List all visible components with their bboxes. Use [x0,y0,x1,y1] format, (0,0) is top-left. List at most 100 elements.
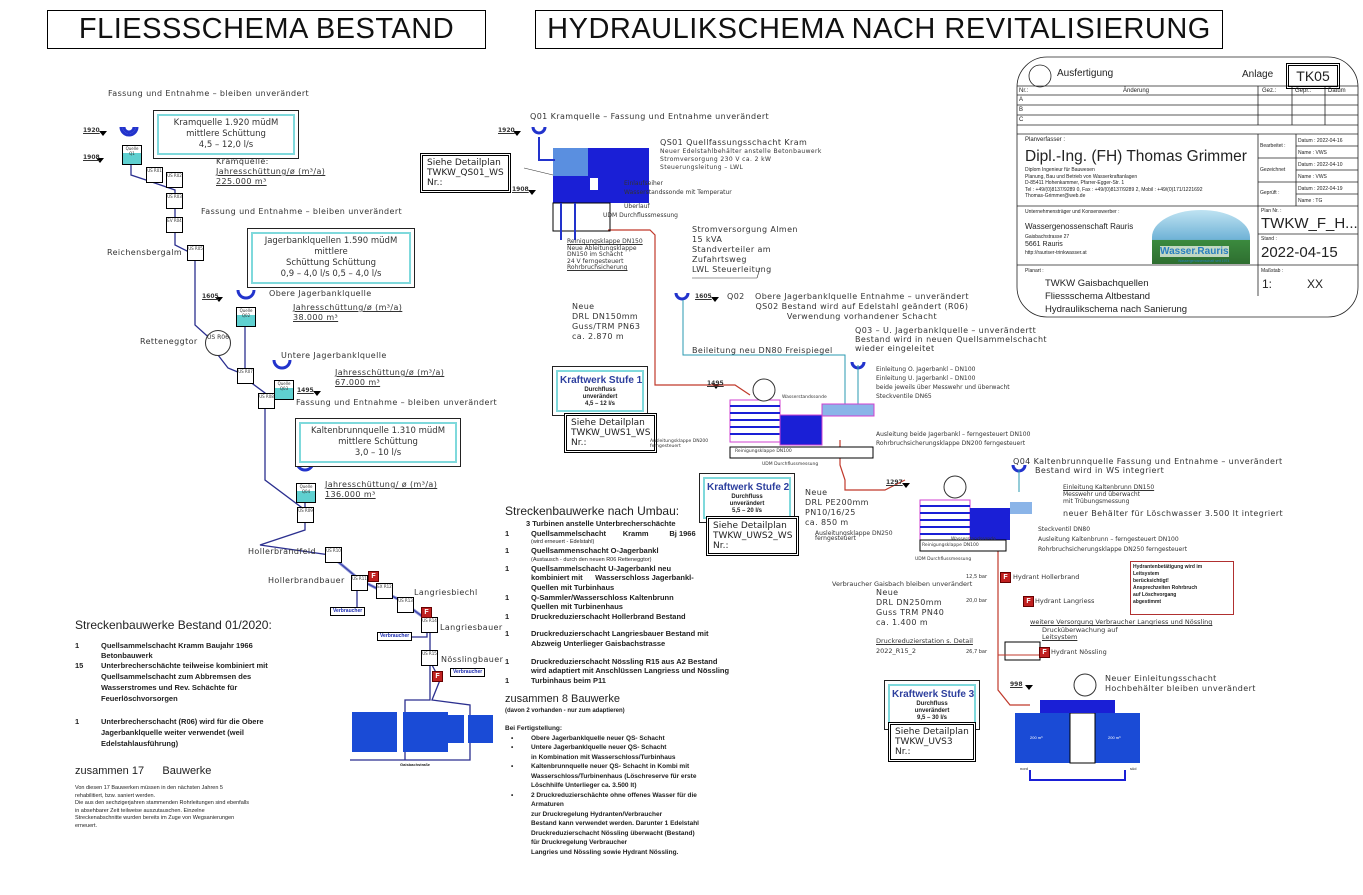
tank-sued: süd [1130,766,1137,771]
note-small: (wird erneuert - Edelstahl) [531,539,595,546]
kw-sub: 9,5 – 30 l/s [916,715,948,721]
note-count: 1 [505,611,510,621]
hydrant-icon: F [1023,596,1034,607]
kw-sub: Durchfluss [916,701,948,707]
ausleitung-jagerbankl: Ausleitung beide Jagerbankl – ferngesteu… [876,430,1030,448]
planverfasser-name: Dipl.-Ing. (FH) Thomas Grimmer [1025,148,1247,165]
node-ev-r04: EV R04 [166,217,183,233]
level-1908: 1908 [512,186,529,193]
planart-label: Planart : [1025,268,1044,274]
note-line: Unterbrecherschacht (R06) wird für die O… [101,717,264,727]
planart-line: TWKW Gaisbachquellen [1045,278,1149,289]
jahres-label: Jahresschüttung/ø (m³/a) [293,303,403,312]
note-count: 1 [505,592,510,602]
place-langriesbauer: Langriesbauer [440,623,503,632]
plan-nr-label: Plan Nr. : [1261,208,1282,214]
pressure-langriess: 20,0 bar [966,598,988,604]
note-line: Hydrantenbetätigung wird im [1133,564,1203,570]
level-1920: 1920 [498,127,515,134]
druck-line: Drucküberwachung auf [1042,626,1118,634]
tank-volume: 200 m³ [1030,735,1043,740]
ws1-udm: UDM Durchflussmessung [762,462,819,467]
bullet-line: Bestand kann verwendet werden. Darunter … [531,820,699,827]
obere-value: 38.000 m³ [293,313,339,322]
traeger-name: Wassergenossenschaft Rauris [1025,222,1134,231]
drs-box [998,641,1041,661]
pressure-noessling: 26,7 bar [966,649,988,655]
node-us-r08: US R08 [258,393,275,409]
rev-row-b: B [1019,107,1024,113]
note-line: Edelstahlausführung) [101,739,179,749]
ausleitung-line: Ausleitung Kaltenbrunn – ferngesteuert D… [1038,536,1179,543]
note-line: Jagerbanklquelle weiter verwendet (weil [101,728,244,738]
bullet-line: Langries und Nössling sowie Hydrant Nöss… [531,848,679,856]
bullet-line: zur Druckregelung Hydranten/Verbraucher [531,810,663,818]
planart-lines: TWKW Gaisbachquellen Fliessschema Altbes… [1045,277,1187,316]
planart-line: Fliessschema Altbestand [1045,291,1151,302]
note-count: 1 [505,546,510,556]
detail-line: D-85411 Hohenkammer, Pfarrer-Egger-Str. … [1025,180,1125,186]
note-line: abgestimmt [1133,599,1162,605]
rev-header-gepr: Gepr.: [1295,88,1312,94]
note-line: berücksichtigt! [1133,578,1169,584]
strom-line: LWL Steuerleitung [692,265,772,274]
node-us-r02: US R02 [166,172,183,188]
q04-line: Q04 Kaltenbrunnquelle Fassung und Entnah… [1013,457,1283,466]
red-pressure-pipes [608,229,1030,706]
note-line: Unterbrecherschächte teilweise kombinier… [101,661,268,671]
signoff-date: Datum : 2022-04-16 [1298,138,1343,144]
box-line: Kramquelle 1.920 müdM [173,118,279,128]
note-line: Turbinhaus beim P11 [531,675,606,685]
place-noesslingbauer: Nösslingbauer [441,655,504,664]
level-998: 998 [1010,681,1023,688]
ws2-sonde: Wasserstandssonde [951,537,996,542]
title-hydraulikschema: HYDRAULIKSCHEMA NACH REVITALISIERUNG [535,10,1223,49]
anlage-label: Anlage [1242,69,1274,80]
note-line: Quellsammelschacht zum Abbremsen des [101,672,252,682]
ws1-sonde: Wasserstandssonde [782,395,827,400]
stand-value: 2022-04-15 [1261,244,1338,261]
valve-line: Neue Ableitungsklappe [567,244,637,252]
pressure-hollerbrand: 12,5 bar [966,574,988,580]
level-1495: 1495 [707,380,724,387]
traeger-url[interactable]: http://rauriser-trinkwasser.at [1025,250,1087,256]
drl-line: ca. 2.870 m [572,332,625,341]
ausleitung-line: Rohrbruchsicherungsklappe DN250 ferngest… [1038,546,1188,553]
fertigstellung-label: Bei Fertigstellung: [505,724,563,732]
hydrant-icon: F [432,671,443,682]
logo-subtitle: Wassergenossenschaft seit 1974 [1178,259,1230,263]
qs01-line: Stromversorgung 230 V ca. 2 kW [660,156,772,163]
detail-nr: Nr.: [427,178,443,188]
q02-label: Q02 [727,292,745,301]
jagerbankl-box: Jagerbanklquellen 1.590 müdM mittlere Sc… [247,228,415,288]
ueberlauf: Überlauf [624,203,650,210]
planart-line: Hydraulikschema nach Sanierung [1045,304,1188,315]
ausleitung-line: Steckventil DN80 [1038,526,1091,533]
node-us-r13: US R13 [397,597,414,613]
footer-line: rehabilitiert, bzw. saniert werden. [75,792,156,799]
note-count: 1 [505,629,510,639]
plan-nr-value: TWKW_F_H... [1261,215,1358,232]
einleitung-line: Einleitung O. Jagerbankl – DN100 [876,366,976,373]
kw-sub: 5,5 – 20 l/s [731,508,763,514]
signoff-name: Name : VWS [1298,174,1327,180]
q02-text: Obere Jagerbanklquelle Entnahme – unverä… [755,292,969,322]
kw-sub: 4,5 – 12 l/s [584,401,616,407]
q02-line: Obere Jagerbanklquelle Entnahme – unverä… [755,292,969,301]
massstab-label: Maßstab : [1261,268,1284,274]
kram-jahres: Kramquelle: Jahresschüttung/ø (m³/a) 225… [216,157,325,187]
title-fliessschema-bestand: FLIESSSCHEMA BESTAND [47,10,486,49]
